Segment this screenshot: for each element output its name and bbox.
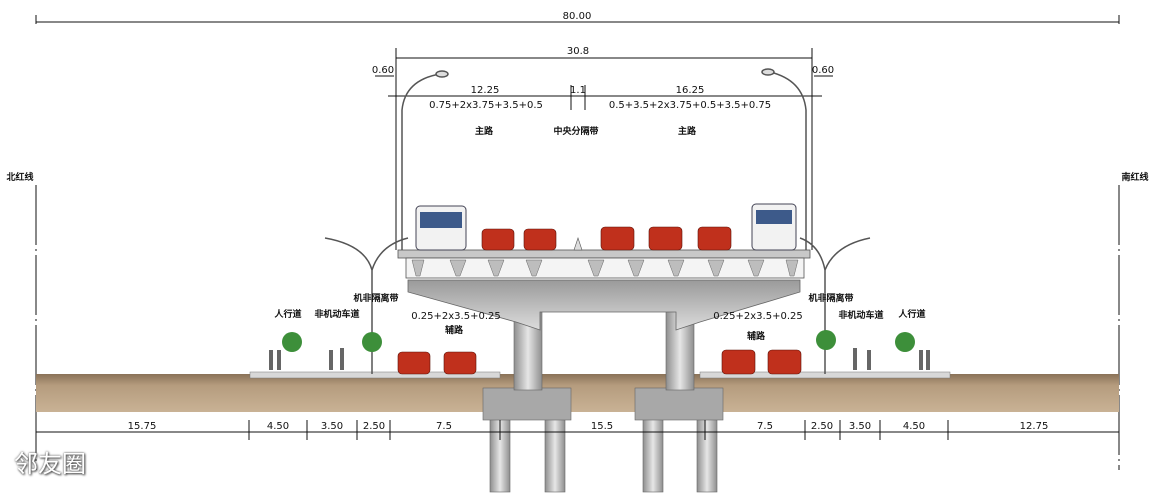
dim-label: 7.5 (757, 421, 773, 432)
bridge-width-label: 30.8 (567, 46, 589, 57)
bus-window (420, 212, 462, 228)
bus-window (756, 210, 792, 224)
south-red-line-label: 南红线 (1121, 171, 1148, 183)
dim-label: 7.5 (436, 421, 452, 432)
right-main-width: 16.25 (676, 85, 705, 96)
aux-road-left-label: 辅路 (445, 324, 464, 336)
red-lines (35, 185, 1120, 470)
dim-label: 15.5 (591, 421, 613, 432)
car (443, 351, 477, 375)
dim-label: 3.50 (849, 421, 871, 432)
sidewalk-left-label: 人行道 (273, 308, 301, 320)
trees (282, 330, 915, 352)
main-road-right-label: 主路 (678, 125, 697, 137)
left-side-road-surface (249, 371, 501, 379)
dim-label: 12.75 (1020, 421, 1049, 432)
car (481, 228, 515, 251)
car (397, 351, 431, 375)
ground (36, 374, 1119, 412)
left-main-formula: 0.75+2x3.75+3.5+0.5 (429, 100, 543, 111)
pedestrians (269, 348, 930, 370)
separator-right-label: 机非隔离带 (808, 292, 853, 304)
dim-label: 15.75 (128, 421, 157, 432)
foundation (482, 387, 724, 493)
car (523, 228, 557, 251)
street-lamps (324, 68, 871, 374)
aux-road-right-label: 辅路 (747, 330, 766, 342)
bottom-dimension (35, 420, 1120, 440)
median-width: 1.1 (570, 85, 586, 96)
car (721, 349, 756, 375)
median-label: 中央分隔带 (553, 125, 598, 137)
sidewalk-right-label: 人行道 (897, 308, 925, 320)
right-main-formula: 0.5+3.5+2x3.75+0.5+3.5+0.75 (609, 100, 771, 111)
watermark: 邻友圈 (14, 450, 86, 478)
dim-label: 3.50 (321, 421, 343, 432)
car (600, 226, 635, 251)
total-width-dimension (35, 15, 1120, 24)
left-edge-label: 0.60 (372, 65, 394, 76)
right-edge-label: 0.60 (812, 65, 834, 76)
dim-label: 2.50 (363, 421, 385, 432)
north-red-line-label: 北红线 (6, 171, 33, 183)
vehicles-main (397, 203, 802, 375)
bridge-width-dimension (375, 48, 833, 250)
bike-lane-left-label: 非机动车道 (314, 308, 359, 320)
main-road-left-label: 主路 (475, 125, 494, 137)
car (767, 349, 802, 375)
total-width-label: 80.00 (563, 11, 592, 22)
bike-lane-right-label: 非机动车道 (838, 309, 883, 321)
left-aux-formula: 0.25+2x3.5+0.25 (411, 311, 500, 322)
right-aux-formula: 0.25+2x3.5+0.25 (713, 311, 802, 322)
median-barrier (573, 237, 583, 251)
car (648, 226, 683, 251)
dim-label: 4.50 (903, 421, 925, 432)
bottom-dimension-labels: 15.75 4.50 3.50 2.50 7.5 15.5 7.5 2.50 3… (128, 421, 1049, 432)
dim-label: 2.50 (811, 421, 833, 432)
car (697, 226, 732, 251)
cap-beam (407, 279, 801, 331)
dim-label: 4.50 (267, 421, 289, 432)
separator-left-label: 机非隔离带 (353, 292, 398, 304)
left-main-width: 12.25 (471, 85, 500, 96)
